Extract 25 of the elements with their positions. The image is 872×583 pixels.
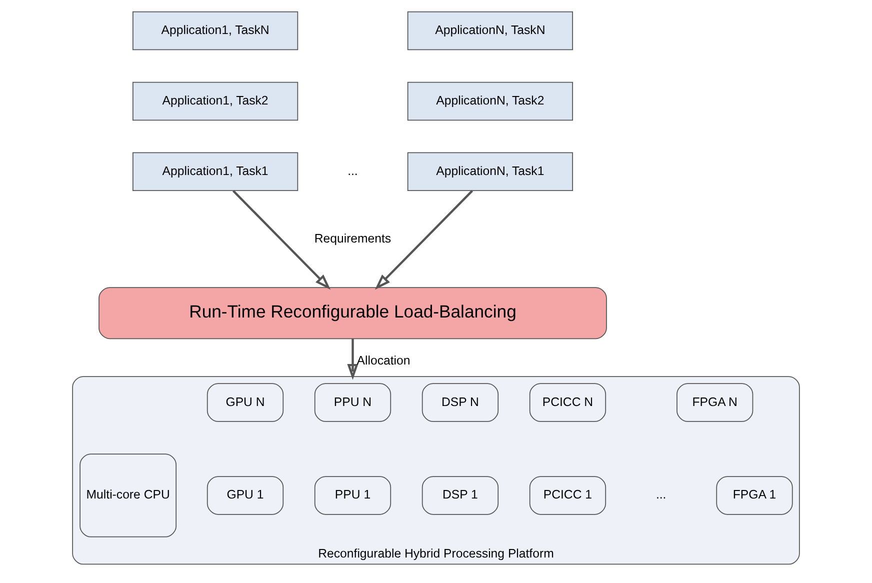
node-box: FPGA 1 [716,476,793,515]
arrow [374,190,473,290]
node-box: FPGA N [676,383,754,422]
node-box: Application1, Task1 [132,152,298,192]
arrow [347,338,358,380]
node-box: ApplicationN, Task1 [407,152,573,192]
node-box: GPU N [206,383,284,422]
node-box: Application1, Task2 [132,82,298,121]
node-box: PCICC N [529,383,606,422]
node-box: Run-Time Reconfigurable Load-Balancing [98,287,607,340]
node-box: ApplicationN, TaskN [407,11,573,50]
node-box: DSP 1 [422,476,499,515]
edge-label: Allocation [356,353,410,368]
node-box: PPU N [314,383,392,422]
node-box: PCICC 1 [529,476,606,515]
arrow [232,190,331,290]
node-box: DSP N [422,383,499,422]
node-box: Multi-core CPU [80,454,177,538]
node-box: GPU 1 [206,476,284,515]
node-box: Application1, TaskN [132,11,298,50]
label: Requirements [314,231,392,246]
node-box: ApplicationN, Task2 [407,82,573,121]
label: ... [656,488,666,502]
label: ... [348,164,358,178]
node-box: PPU 1 [314,476,392,515]
